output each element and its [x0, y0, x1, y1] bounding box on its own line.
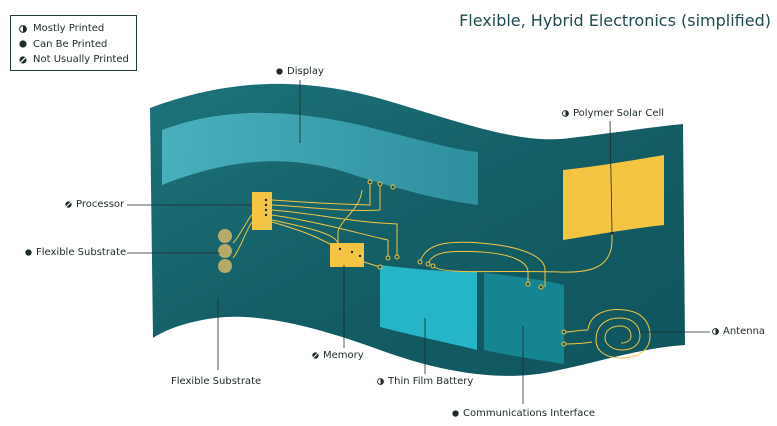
legend-item-not-usually-printed: Not Usually Printed: [19, 52, 136, 68]
thin-film-battery: [380, 265, 477, 350]
label-polymer-solar-cell: Polymer Solar Cell: [562, 108, 664, 119]
filled-circle-icon: [19, 40, 27, 48]
diagram-title: Flexible, Hybrid Electronics (simplified…: [459, 11, 771, 30]
slashed-circle-icon: [19, 56, 27, 64]
filled-circle-icon: [25, 249, 32, 256]
filled-circle-icon: [276, 68, 283, 75]
label-antenna: Antenna: [712, 326, 765, 337]
communications-interface-panel: [484, 273, 564, 364]
half-filled-circle-icon: [19, 24, 27, 33]
display-panel: [162, 112, 478, 205]
polymer-solar-cell: [563, 155, 664, 240]
label-thin-film-battery: Thin Film Battery: [377, 376, 473, 387]
processor-chip: [252, 192, 272, 230]
chip-pins: [264, 198, 614, 258]
substrate-contact-pads: [218, 229, 232, 273]
label-memory: Memory: [312, 350, 364, 361]
label-display: Display: [276, 66, 324, 77]
half-filled-circle-icon: [712, 328, 719, 335]
slashed-circle-icon: [312, 352, 319, 359]
circuit-traces: [232, 182, 651, 359]
legend: Mostly Printed Can Be Printed Not Usuall…: [10, 15, 137, 71]
memory-chip: [330, 243, 364, 267]
slashed-circle-icon: [65, 201, 72, 208]
legend-item-can-be-printed: Can Be Printed: [19, 37, 136, 53]
legend-label: Not Usually Printed: [33, 54, 129, 65]
filled-circle-icon: [452, 410, 459, 417]
half-filled-circle-icon: [377, 378, 384, 385]
label-communications-interface: Communications Interface: [452, 408, 595, 419]
label-processor: Processor: [65, 199, 124, 210]
label-flexible-substrate-bottom: Flexible Substrate: [171, 376, 262, 387]
half-filled-circle-icon: [562, 110, 569, 117]
label-flexible-substrate-left: Flexible Substrate: [25, 247, 126, 258]
leader-lines: [127, 80, 710, 404]
legend-label: Mostly Printed: [33, 23, 105, 34]
legend-item-mostly-printed: Mostly Printed: [19, 21, 136, 37]
legend-label: Can Be Printed: [33, 38, 108, 50]
trace-endpoints: [367, 179, 567, 347]
